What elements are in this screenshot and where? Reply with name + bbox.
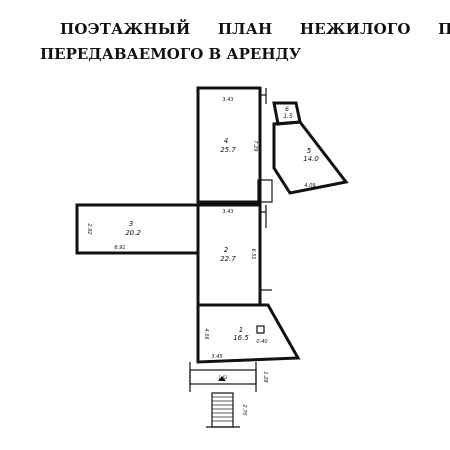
room-5-area: 14.0: [303, 155, 319, 163]
entrance-arrow-icon: [218, 376, 226, 381]
dim-porch-height: 1.28: [262, 371, 268, 382]
dim-room5-bottom: 4.09: [304, 183, 315, 189]
room-4-vestibule: [257, 179, 273, 203]
room-1: [196, 303, 301, 364]
room-1-window-a: [267, 304, 277, 319]
room-5-number: 5: [307, 147, 312, 155]
dim-room3-height: 2.92: [86, 223, 92, 234]
plan-title-line2: ПЕРЕДАВАЕМОГО В АРЕНДУ: [40, 45, 302, 63]
entrance-porch: [189, 362, 257, 392]
room-1-window-b: [283, 331, 299, 359]
room-5-walls: [272, 120, 349, 195]
room-6-area: 1.5: [283, 113, 293, 120]
room-4-walls: [196, 86, 262, 204]
room-1-number: 1: [239, 326, 243, 334]
room-2-number: 2: [224, 246, 229, 254]
entrance-stairs: [206, 392, 240, 428]
room-4-area: 25.7: [220, 146, 236, 154]
room-3-area: 20.2: [125, 229, 141, 237]
room-2-area: 22.7: [220, 255, 236, 263]
dim-room4-width: 3.43: [222, 97, 233, 103]
room-5: [272, 120, 349, 195]
room-1-area: 16.5: [233, 334, 249, 342]
room-3-number: 3: [129, 220, 133, 228]
dim-room2-height: 6.51: [250, 248, 256, 259]
room-1-column: [256, 325, 265, 334]
plan-title-line1: ПОЭТАЖНЫЙ ПЛАН НЕЖИЛОГО ПО: [60, 20, 450, 38]
dim-stairs-length: 2.70: [241, 404, 247, 415]
dim-room2-width: 3.43: [222, 209, 233, 215]
room-6-number: 6: [285, 106, 289, 113]
room-4: [196, 86, 273, 204]
dim-room1-height: 4.56: [203, 328, 209, 339]
room-4-number: 4: [224, 137, 228, 145]
dim-room3-length: 6.91: [114, 245, 125, 251]
dim-room4-height: 7.29: [252, 140, 258, 151]
dim-column: 0.40: [256, 339, 267, 345]
dim-porch-width: 1.63: [219, 375, 228, 380]
stairs-outline: [211, 392, 234, 428]
dim-room1-width: 3.45: [211, 354, 222, 360]
plan-title: ПОЭТАЖНЫЙ ПЛАН НЕЖИЛОГО ПО ПЕРЕДАВАЕМОГО…: [40, 18, 450, 65]
